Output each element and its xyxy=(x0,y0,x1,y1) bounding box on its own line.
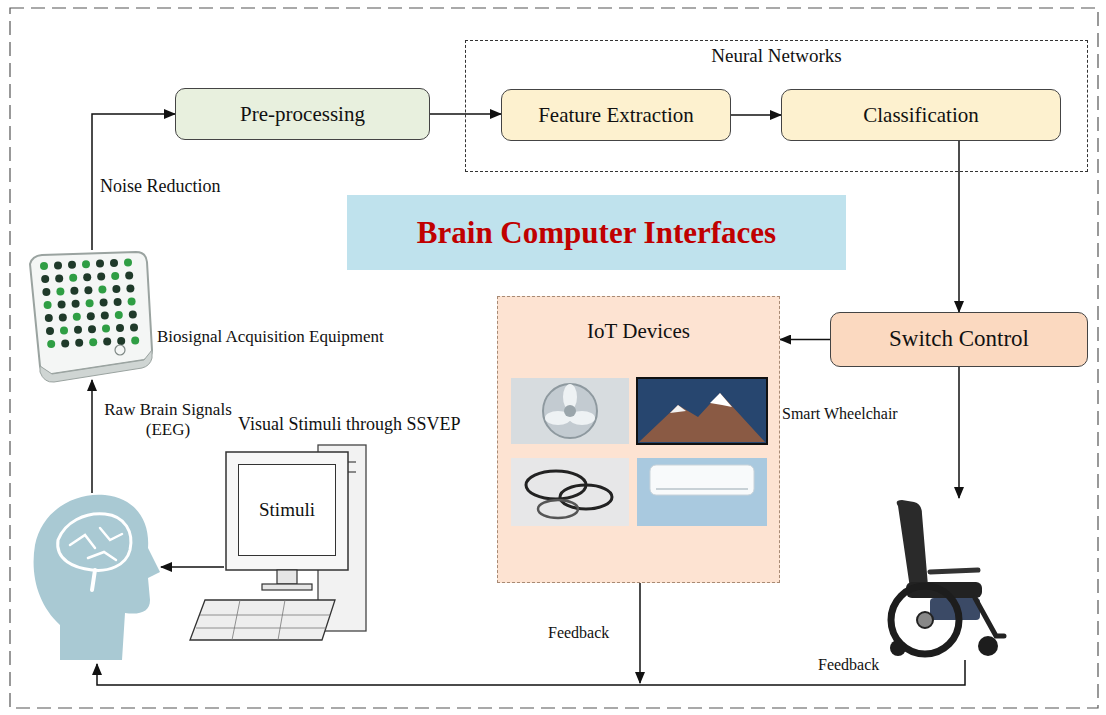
group-box: Neural NetworksFeature Extraction Classif… xyxy=(465,40,1088,172)
annotation-label: Feedback xyxy=(548,624,609,642)
flow-arrow xyxy=(780,339,830,341)
device-group: IoT Devices xyxy=(497,296,780,583)
electrode-dot xyxy=(82,260,90,268)
computer-illustration xyxy=(190,445,366,640)
electrode-dot xyxy=(112,285,120,293)
electrode-dot xyxy=(73,313,81,321)
electrode-dot xyxy=(60,326,68,334)
electrode-dot xyxy=(103,338,111,346)
electrode-dot xyxy=(130,323,138,331)
electrode-dot xyxy=(100,299,108,307)
electrode-dot xyxy=(98,286,106,294)
node-label: Classification xyxy=(863,103,978,127)
electrode-dot xyxy=(89,338,97,346)
title-text: Brain Computer Interfaces xyxy=(417,215,776,251)
electrode-dot xyxy=(83,273,91,281)
electrode-dot xyxy=(56,287,64,295)
process-box: Pre-processing xyxy=(175,88,430,140)
electrode-dot xyxy=(46,327,54,335)
electrode-dot xyxy=(41,275,49,283)
electrode-dot xyxy=(128,297,136,305)
annotation-label: Feedback xyxy=(818,656,879,674)
electrode-dot xyxy=(125,271,133,279)
electrode-dot xyxy=(88,325,96,333)
electrode-dot xyxy=(117,337,125,345)
node-label: Feature Extraction xyxy=(538,103,694,127)
eeg-device xyxy=(30,252,152,382)
electrode-dot xyxy=(96,260,104,268)
node-label: Pre-processing xyxy=(240,102,365,126)
head-illustration xyxy=(34,495,160,660)
electrode-dot xyxy=(129,310,137,318)
electrode-dot xyxy=(110,259,118,267)
wheelchair-illustration xyxy=(890,500,1004,656)
electrode-dot xyxy=(87,312,95,320)
electrode-dot xyxy=(58,300,66,308)
node-label: Switch Control xyxy=(889,326,1029,352)
electrode-dot xyxy=(72,300,80,308)
electrode-dot xyxy=(70,287,78,295)
electrode-dot xyxy=(126,284,134,292)
node-label: Smart Wheelchair xyxy=(782,405,898,423)
annotation-label: Raw Brain Signals (EEG) xyxy=(98,400,238,439)
flow-arrow xyxy=(958,141,960,312)
electrode-dot xyxy=(40,262,48,270)
electrode-dot xyxy=(68,261,76,269)
electrode-dot xyxy=(45,314,53,322)
process-box: Feature Extraction xyxy=(501,89,731,141)
electrode-dot xyxy=(55,274,63,282)
node-label: Neural Networks xyxy=(711,45,841,67)
electrode-dot xyxy=(44,301,52,309)
electrode-dot xyxy=(111,272,119,280)
electrode-dot xyxy=(69,274,77,282)
electrode-dot xyxy=(114,298,122,306)
electrode-dot xyxy=(115,311,123,319)
electrode-dot xyxy=(84,286,92,294)
node-label: Biosignal Acquisition Equipment xyxy=(157,327,384,347)
node-label: Stimuli xyxy=(259,499,315,521)
electrode-dot xyxy=(102,325,110,333)
flow-arrow xyxy=(958,367,960,498)
node-label: IoT Devices xyxy=(587,319,690,343)
flow-arrow xyxy=(731,114,781,116)
electrode-dot xyxy=(101,312,109,320)
screen-box: Stimuli xyxy=(238,464,336,556)
electrode-dot xyxy=(61,339,69,347)
electrode-dot xyxy=(131,336,139,344)
electrode-dot xyxy=(75,339,83,347)
electrode-dot xyxy=(54,261,62,269)
outer-border xyxy=(10,8,1098,708)
process-box: Switch Control xyxy=(830,312,1088,367)
edge-label: Noise Reduction xyxy=(100,176,220,197)
electrode-dot xyxy=(59,313,67,321)
electrode-dot xyxy=(97,273,105,281)
electrode-dot xyxy=(47,340,55,348)
annotation-label: Visual Stimuli through SSVEP xyxy=(238,414,460,435)
electrode-dot xyxy=(42,288,50,296)
electrode-dot xyxy=(74,326,82,334)
device-node: Biosignal Acquisition Equipment xyxy=(22,250,155,376)
electrode-dot xyxy=(116,324,124,332)
process-box: Classification xyxy=(781,89,1061,141)
electrode-dot xyxy=(86,299,94,307)
electrode-dot xyxy=(124,258,132,266)
title-banner: Brain Computer Interfaces xyxy=(347,195,846,270)
wheelchair-node: Smart Wheelchair xyxy=(872,498,1007,660)
